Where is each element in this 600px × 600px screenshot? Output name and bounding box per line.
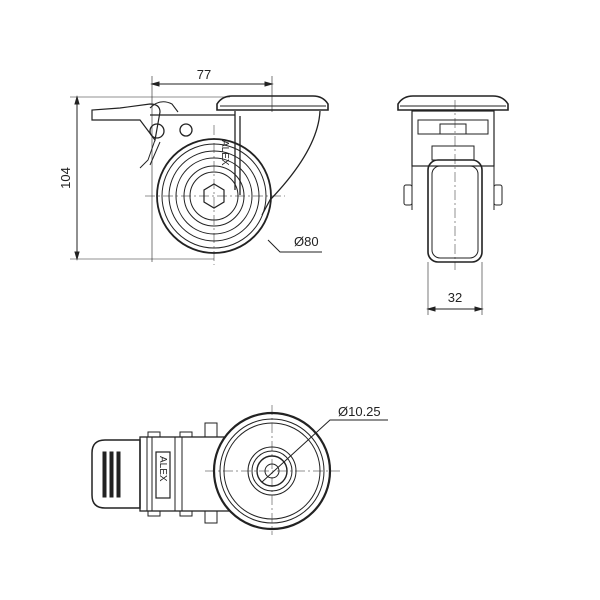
height-dimension: 104 xyxy=(58,167,73,189)
width-dimension: 77 xyxy=(197,67,211,82)
bottom-view: ALEX xyxy=(91,405,388,535)
bottom-logo: ALEX xyxy=(157,456,168,482)
side-logo: ALEX xyxy=(219,140,230,166)
side-view: ALEX xyxy=(70,76,329,265)
wheel-width-dimension: 32 xyxy=(448,290,462,305)
wheel-diameter-dimension: Ø80 xyxy=(294,234,319,249)
axle-diameter-dimension: Ø10.25 xyxy=(338,404,381,419)
front-view xyxy=(397,95,509,315)
